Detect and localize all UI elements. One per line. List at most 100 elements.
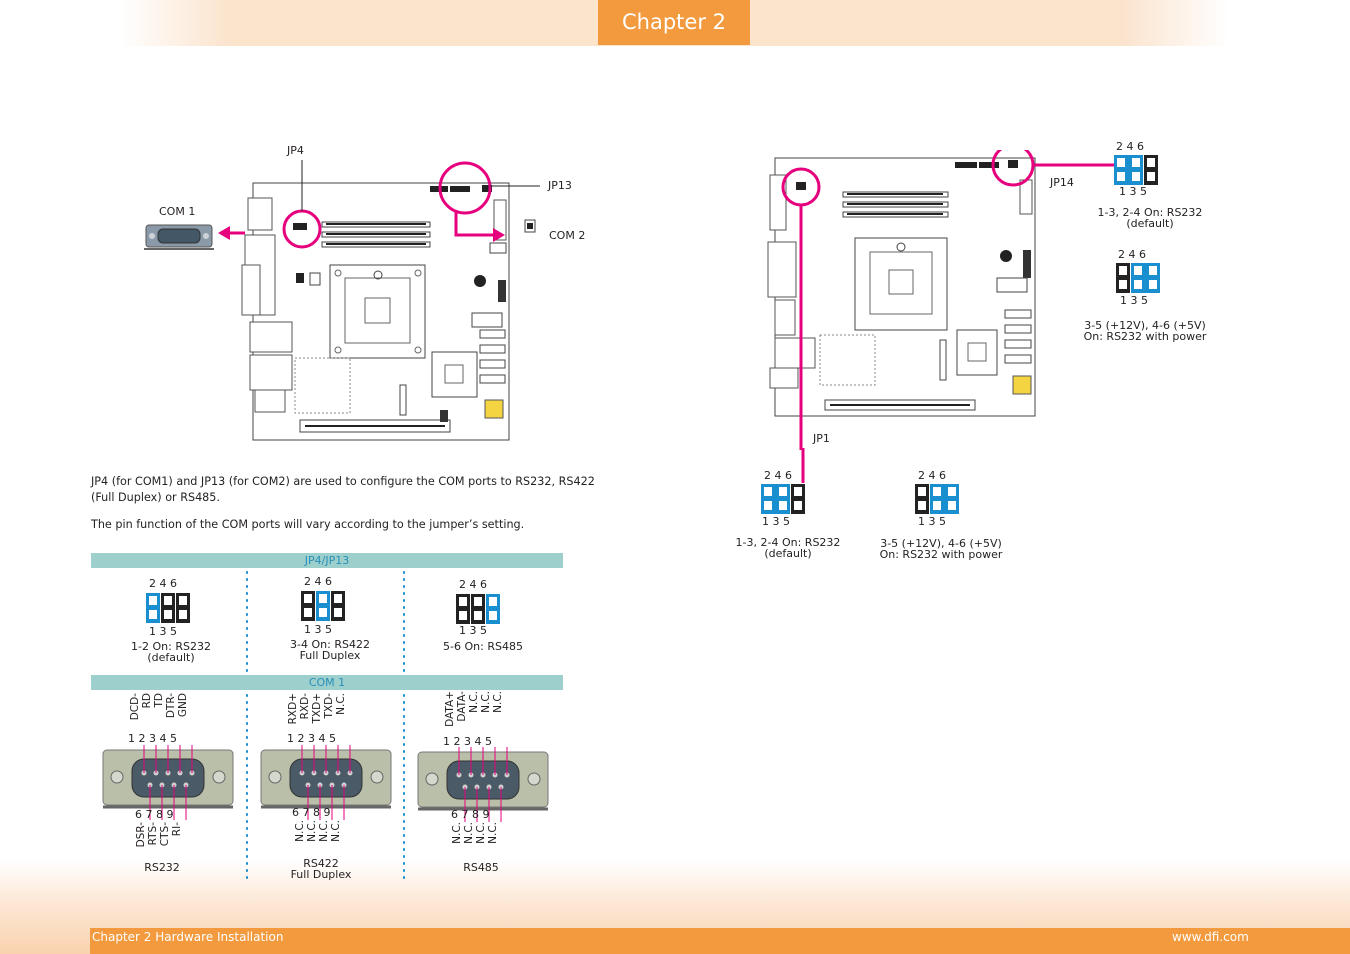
jumper3-diagram xyxy=(456,594,500,624)
rs232-top-signals: DCD- RD TD DTR- GND xyxy=(129,693,210,731)
rs485-caption: RS485 xyxy=(463,861,499,874)
rs422-signal-nc-9: N.C. xyxy=(330,820,342,842)
rs422-bottom-signals: N.C. N.C. N.C. N.C. xyxy=(294,820,355,852)
rs485-signal-nc-6: N.C. xyxy=(451,822,463,844)
jp1-set1-caption-line1: 1-3, 2-4 On: RS232 xyxy=(735,536,841,549)
rs485-signal-nc-7: N.C. xyxy=(463,822,475,844)
jp14-set2-caption-line1: 3-5 (+12V), 4-6 (+5V) xyxy=(1084,319,1206,332)
rs422-top-pins: 1 2 3 4 5 xyxy=(287,732,336,745)
jumper-table-divider-1 xyxy=(246,571,248,675)
footer-line xyxy=(90,928,1350,954)
jp1-set1-caption-line2: (default) xyxy=(764,547,812,560)
rs232-bottom-pins: 6 7 8 9 xyxy=(135,808,174,821)
com-table-divider-2 xyxy=(403,694,405,882)
jp1-set2-diagram xyxy=(915,484,959,514)
jumper-table-title: JP4/JP13 xyxy=(91,553,563,568)
jp1-set2-caption-line2: On: RS232 with power xyxy=(879,548,1003,561)
rs422-signal-nc-6: N.C. xyxy=(294,820,306,842)
jp14-set1-bottom-numbers: 1 3 5 xyxy=(1119,185,1147,198)
jp1-set1-bottom-numbers: 1 3 5 xyxy=(762,515,790,528)
rs485-signal-nc-5: N.C. xyxy=(492,691,504,713)
jp14-set2-caption-line2: On: RS232 with power xyxy=(1083,330,1207,343)
rs422-top-signals: RXD+ RXD- TXD+ TXD- N.C. xyxy=(287,693,368,731)
jp14-set1-caption: 1-3, 2-4 On: RS232 (default) xyxy=(1080,207,1220,229)
label-jp13: JP13 xyxy=(548,179,572,192)
jp14-set1-caption-line2: (default) xyxy=(1126,217,1174,230)
jumper1-caption-line2: (default) xyxy=(147,651,195,664)
rs422-bottom-pins: 6 7 8 9 xyxy=(292,806,331,819)
jumper2-caption: 3-4 On: RS422 Full Duplex xyxy=(270,639,390,661)
label-com1: COM 1 xyxy=(159,205,196,218)
jumper1-caption: 1-2 On: RS232 (default) xyxy=(111,641,231,663)
intro-line-1: JP4 (for COM1) and JP13 (for COM2) are u… xyxy=(91,475,595,488)
rs232-bottom-signals: DSR- RTS- CTS- RI- xyxy=(135,822,196,854)
rs485-bottom-signals: N.C. N.C. N.C. N.C. xyxy=(451,822,512,854)
jumper3-caption-line1: 5-6 On: RS485 xyxy=(443,640,523,653)
rs422-signal-nc-8: N.C. xyxy=(318,820,330,842)
com-table-divider-1 xyxy=(246,694,248,882)
jumper1-top-numbers: 2 4 6 xyxy=(149,577,177,590)
jumper2-caption-line2: Full Duplex xyxy=(299,649,361,662)
footer-chapter-text: Chapter 2 Hardware Installation xyxy=(92,930,284,944)
jp14-callout-line xyxy=(1040,163,1115,167)
jp14-set1-caption-line1: 1-3, 2-4 On: RS232 xyxy=(1097,206,1203,219)
jumper2-caption-line1: 3-4 On: RS422 xyxy=(290,638,370,651)
jp1-set1-diagram xyxy=(761,484,805,514)
rs232-signal-rts: RTS- xyxy=(147,822,159,846)
right-board-diagram xyxy=(767,150,1045,450)
rs485-bottom-pins: 6 7 8 9 xyxy=(451,808,490,821)
jp14-set2-bottom-numbers: 1 3 5 xyxy=(1120,294,1148,307)
rs422-caption-line2: Full Duplex xyxy=(290,868,352,881)
rs485-top-signals: DATA+ DATA- N.C. N.C. N.C. xyxy=(444,691,525,733)
rs485-signal-datap: DATA+ xyxy=(444,691,456,727)
rs422-signal-rxdp: RXD+ xyxy=(287,693,299,725)
rs485-signal-nc-9: N.C. xyxy=(487,822,499,844)
jp14-set2-caption: 3-5 (+12V), 4-6 (+5V) On: RS232 with pow… xyxy=(1075,320,1215,342)
jp1-set1-top-numbers: 2 4 6 xyxy=(764,469,792,482)
rs485-signal-datam: DATA- xyxy=(456,691,468,722)
rs232-signal-cts: CTS- xyxy=(159,822,171,847)
rs232-signal-td: TD xyxy=(153,693,165,708)
jumper1-diagram xyxy=(146,593,190,623)
jumper1-caption-line1: 1-2 On: RS232 xyxy=(131,640,211,653)
rs422-signal-txdp: TXD+ xyxy=(311,693,323,724)
jp1-callout-line xyxy=(801,448,805,483)
label-com2: COM 2 xyxy=(549,229,586,242)
jumper-table-divider-2 xyxy=(403,571,405,675)
jumper2-top-numbers: 2 4 6 xyxy=(304,575,332,588)
jumper3-bottom-numbers: 1 3 5 xyxy=(459,624,487,637)
rs232-caption: RS232 xyxy=(144,861,180,874)
rs422-caption-line1: RS422 xyxy=(303,857,339,870)
rs485-signal-nc-8: N.C. xyxy=(475,822,487,844)
jp1-set2-caption: 3-5 (+12V), 4-6 (+5V) On: RS232 with pow… xyxy=(870,538,1012,560)
intro-paragraph-2: The pin function of the COM ports will v… xyxy=(91,518,525,531)
left-board-diagram xyxy=(144,160,540,441)
jumper1-bottom-numbers: 1 3 5 xyxy=(149,625,177,638)
jp14-set2-top-numbers: 2 4 6 xyxy=(1118,248,1146,261)
intro-paragraph-1: JP4 (for COM1) and JP13 (for COM2) are u… xyxy=(91,474,631,506)
rs232-signal-dcd: DCD- xyxy=(129,693,141,721)
rs422-signal-txdm: TXD- xyxy=(323,693,335,719)
rs232-signal-gnd: GND xyxy=(177,693,189,718)
jp1-set2-bottom-numbers: 1 3 5 xyxy=(918,515,946,528)
rs232-connector xyxy=(102,745,234,820)
com-table-title: COM 1 xyxy=(91,675,563,690)
rs232-top-pins: 1 2 3 4 5 xyxy=(128,732,177,745)
rs422-signal-nc-7: N.C. xyxy=(306,820,318,842)
jumper2-diagram xyxy=(301,591,345,621)
rs422-connector xyxy=(260,745,392,820)
label-jp4: JP4 xyxy=(287,144,304,157)
rs485-top-pins: 1 2 3 4 5 xyxy=(443,735,492,748)
rs232-signal-ri: RI- xyxy=(171,822,183,837)
jp14-set1-diagram xyxy=(1114,155,1158,185)
jp1-set1-caption: 1-3, 2-4 On: RS232 (default) xyxy=(718,537,858,559)
jumper2-bottom-numbers: 1 3 5 xyxy=(304,623,332,636)
rs485-connector xyxy=(417,747,549,822)
rs485-signal-nc-4: N.C. xyxy=(480,691,492,713)
label-jp1: JP1 xyxy=(813,432,830,445)
rs232-signal-rd: RD xyxy=(141,693,153,709)
jp14-set1-top-numbers: 2 4 6 xyxy=(1116,140,1144,153)
rs422-caption: RS422 Full Duplex xyxy=(271,858,371,880)
jp1-set2-top-numbers: 2 4 6 xyxy=(918,469,946,482)
rs232-signal-dsr: DSR- xyxy=(135,822,147,848)
